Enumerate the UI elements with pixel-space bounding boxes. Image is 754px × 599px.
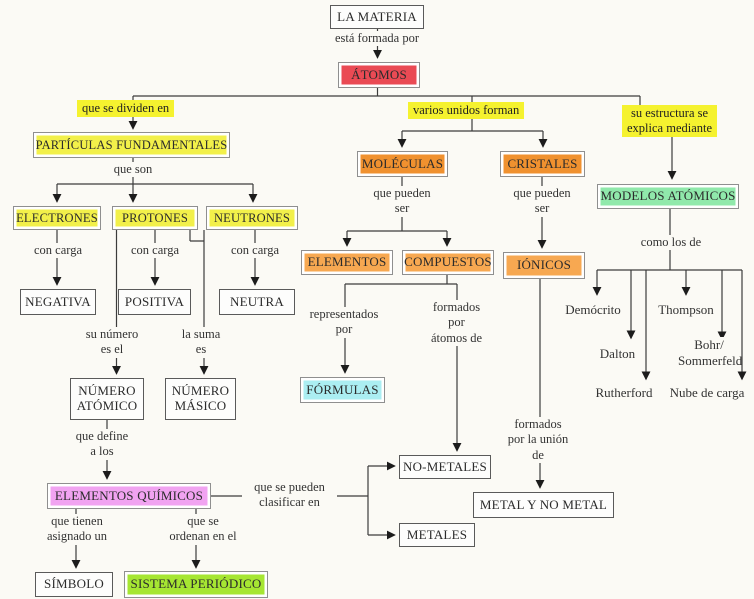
- node-compuestos: COMPUESTOS: [402, 250, 494, 275]
- edge-label-que-son: que son: [103, 162, 163, 178]
- edge-label-con-carga-protones: con carga: [125, 243, 185, 259]
- model-nube-de-carga: Nube de carga: [663, 385, 751, 401]
- node-particulas-fundamentales: PARTÍCULAS FUNDAMENTALES: [33, 132, 230, 158]
- node-no-metales: NO-METALES: [399, 455, 491, 479]
- node-neutra: NEUTRA: [219, 289, 295, 315]
- node-electrones: ELECTRONES: [13, 206, 101, 230]
- edge-label-formados-por-atomos-de: formados por átomos de: [420, 300, 493, 346]
- node-simbolo: SÍMBOLO: [35, 572, 113, 597]
- edge-label-que-se-pueden-clasificar-en: que se pueden clasificar en: [242, 480, 337, 511]
- node-ionicos: IÓNICOS: [503, 252, 585, 279]
- edge-compuestos-stub: [345, 275, 457, 285]
- node-moleculas: MOLÉCULAS: [357, 151, 448, 177]
- model-democrito: Demócrito: [560, 302, 626, 318]
- node-modelos-atomicos: MODELOS ATÓMICOS: [597, 184, 739, 209]
- node-numero-masico: NÚMERO MÁSICO: [165, 378, 236, 420]
- model-dalton: Dalton: [595, 346, 640, 362]
- node-neutrones: NEUTRONES: [206, 206, 298, 230]
- edge-label-que-se-dividen-en: que se dividen en: [77, 100, 175, 117]
- node-negativa: NEGATIVA: [20, 289, 96, 315]
- edge-label-esta-formada-por: está formada por: [317, 31, 437, 47]
- edge-label-su-estructura: su estructura se explica mediante: [622, 105, 718, 137]
- node-la-materia: LA MATERIA: [330, 5, 424, 29]
- edge-label-que-tienen-asignado-un: que tienen asignado un: [38, 514, 116, 545]
- node-cristales: CRISTALES: [500, 151, 585, 177]
- edge-label-varios-unidos-forman: varios unidos forman: [408, 102, 525, 119]
- model-bohr-sommerfeld: Bohr/ Sommerfeld: [678, 337, 743, 369]
- edge-protones-suma-stub: [189, 230, 204, 242]
- node-formulas: FÓRMULAS: [300, 377, 385, 403]
- edge-label-como-los-de: como los de: [634, 235, 708, 251]
- edge-label-su-numero-es-el: su número es el: [77, 327, 147, 358]
- edge-label-que-define-a-los: que define a los: [66, 429, 138, 460]
- model-rutherford: Rutherford: [590, 385, 658, 401]
- edge-label-representados-por: representados por: [300, 307, 388, 338]
- node-protones: PROTONES: [112, 206, 198, 230]
- edge-label-formados-por-la-union-de: formados por la unión de: [498, 417, 578, 463]
- node-positiva: POSITIVA: [118, 289, 191, 315]
- edge-label-la-suma-es: la suma es: [170, 327, 232, 358]
- node-sistema-periodico: SISTEMA PERIÓDICO: [124, 571, 268, 598]
- node-metal-y-no-metal: METAL Y NO METAL: [473, 492, 614, 518]
- edge-label-con-carga-neutrones: con carga: [225, 243, 285, 259]
- node-atomos: ÁTOMOS: [338, 62, 420, 88]
- node-numero-atomico: NÚMERO ATÓMICO: [70, 378, 144, 420]
- model-thompson: Thompson: [653, 302, 719, 318]
- node-elementos: ELEMENTOS: [301, 250, 393, 275]
- node-metales: METALES: [399, 523, 475, 547]
- edge-label-que-pueden-ser-cristales: que pueden ser: [507, 186, 577, 217]
- edge-label-que-se-ordenan-en-el: que se ordenan en el: [158, 514, 248, 545]
- edge-label-con-carga-electrones: con carga: [28, 243, 88, 259]
- edge-label-que-pueden-ser-moleculas: que pueden ser: [367, 186, 437, 217]
- node-elementos-quimicos: ELEMENTOS QUÍMICOS: [47, 483, 211, 509]
